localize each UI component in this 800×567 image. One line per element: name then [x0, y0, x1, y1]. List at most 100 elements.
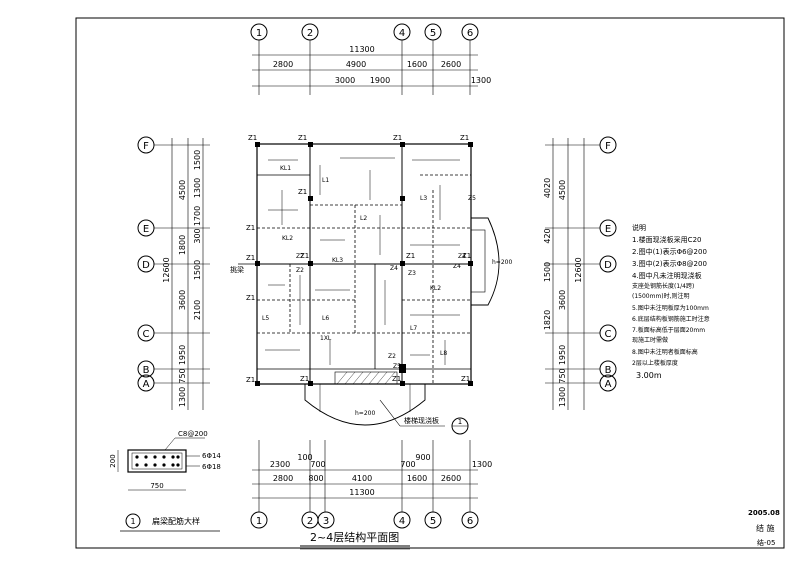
- section-height-label: 200: [109, 454, 117, 467]
- plan-misc-label: Z5: [393, 363, 401, 370]
- dim-top-row1: 2800: [273, 60, 293, 69]
- dim-top-row1: 4900: [346, 60, 366, 69]
- axis-bubble-label: C: [143, 329, 150, 340]
- axis-bubble-label: 5: [430, 28, 436, 39]
- dim-right: 1500: [543, 262, 552, 282]
- notes-heading: 说明: [632, 223, 646, 232]
- axis-bubble-label: 4: [399, 28, 405, 39]
- right-axis-bubbles: F E D C B A: [599, 136, 617, 392]
- plan-columns: [255, 142, 473, 386]
- drawing-border: [75, 17, 785, 549]
- dim-top-total: 11300: [349, 45, 374, 54]
- dim-right: 1300: [558, 387, 567, 407]
- dim-bottom-row1: 700: [400, 460, 415, 469]
- title-block-date: 2005.08: [748, 509, 780, 517]
- dim-bottom-row1: 100: [297, 453, 312, 462]
- beam-label: Z2: [296, 267, 304, 274]
- column-label: Z1: [300, 375, 309, 383]
- axis-bubble-label: 6: [467, 516, 473, 527]
- beam-label: L1: [322, 177, 329, 184]
- dim-bottom-row2: 800: [308, 474, 323, 483]
- beam-label: 1XL: [320, 335, 332, 342]
- beam-label: L8: [440, 350, 447, 357]
- beam-label: L5: [262, 315, 269, 322]
- floor-plan: [238, 143, 500, 426]
- cantilever-label: 挑梁: [230, 265, 244, 274]
- axis-bubble-label: 1: [256, 516, 262, 527]
- dim-bottom-row1: 1300: [472, 460, 492, 469]
- dim-right: 750: [558, 368, 567, 383]
- title-block-sheet-number: 结-05: [757, 538, 775, 547]
- column-label: Z1: [246, 254, 255, 262]
- top-dimension-lines: [252, 54, 478, 87]
- bottom-axis-bubbles: 1 2 3 4 5 6: [250, 511, 479, 529]
- dim-bottom-row2: 2600: [441, 474, 461, 483]
- dim-top-row1: 1600: [407, 60, 427, 69]
- beam-section-outline: [127, 449, 187, 473]
- axis-bubble-label: F: [605, 141, 611, 152]
- dim-left: 1500: [193, 150, 202, 170]
- axis-bubble-label: 5: [430, 516, 436, 527]
- stirrup-outline: [131, 452, 183, 470]
- note-item: 3.图中(2)表示Φ8@200: [632, 259, 707, 268]
- axis-bubble-label: C: [605, 329, 612, 340]
- column-label: Z1: [246, 224, 255, 232]
- dim-right: 3600: [558, 290, 567, 310]
- stair-callout-label: 楼梯现浇板: [404, 416, 439, 425]
- detail-callout-number: 1: [458, 418, 462, 426]
- note-item: 5.图中未注明板厚为100mm: [632, 304, 709, 312]
- column-label: Z1: [298, 188, 307, 196]
- beam-label: KL2: [282, 235, 293, 242]
- dim-top-row2: 1900: [370, 76, 390, 85]
- detail-caption-bubble: [125, 513, 141, 529]
- dim-right-total: 12600: [574, 257, 583, 282]
- left-axis-bubbles: F E D C B A: [137, 136, 155, 392]
- dim-bottom-total: 11300: [349, 488, 374, 497]
- note-item: 1.楼面现浇板采用C20: [632, 235, 701, 244]
- dim-right: 4500: [558, 180, 567, 200]
- detail-caption-text: 扁梁配筋大样: [152, 516, 200, 526]
- dim-bottom-row1: 2300: [270, 460, 290, 469]
- note-item: (1500mm)时,则注明: [632, 292, 690, 300]
- note-item: 7.板面标高低于层面20mm: [632, 326, 705, 334]
- bay-thickness-label: h=200: [492, 259, 512, 266]
- beam-label: L6: [322, 315, 329, 322]
- note-item: 8.图中未注明者板面标高: [632, 348, 698, 356]
- column-label: Z1: [246, 376, 255, 384]
- column-label: Z1: [392, 375, 401, 383]
- axis-bubble-label: 4: [399, 516, 405, 527]
- section-width-label: 750: [150, 482, 163, 490]
- dim-left: 3600: [178, 290, 187, 310]
- axis-bubble-label: E: [143, 224, 149, 235]
- top-rebar-label: 6Φ14: [202, 452, 221, 460]
- dim-left: 300: [193, 228, 202, 243]
- note-item: 支座处钢筋长度(1/4跨): [632, 282, 694, 290]
- beam-label: L2: [360, 215, 367, 222]
- beam-label: L3: [420, 195, 427, 202]
- side-axis-lines: [154, 144, 600, 384]
- note-item: 3.00m: [636, 371, 662, 380]
- dim-bottom-row1: 700: [310, 460, 325, 469]
- plan-misc-label: Z4: [453, 263, 461, 270]
- dim-top-row2: 1300: [471, 76, 491, 85]
- flat-beam-detail: C8@200 6Φ14 6Φ18 200 750 1 扁梁配筋大样: [109, 430, 221, 532]
- axis-bubble-label: B: [605, 365, 612, 376]
- axis-bubble-label: F: [143, 141, 149, 152]
- plan-column-labels: Z1 Z1 Z1 Z1 Z1 Z1 Z1 Z1 Z1 Z1 Z1 Z1 Z1 Z…: [246, 134, 471, 384]
- dim-left: 1300: [178, 387, 187, 407]
- dim-left: 1300: [193, 178, 202, 198]
- dim-left: 1500: [193, 260, 202, 280]
- column-label: Z1: [462, 252, 471, 260]
- dim-right: 1950: [558, 345, 567, 365]
- column-label: Z1: [300, 252, 309, 260]
- plan-beam-labels: KL1 KL2 KL3 L1 L2 L3 Z2 Z2 Z2 Z3 Z4 Z4 L…: [262, 165, 476, 360]
- bottom-rebar-label: 6Φ18: [202, 463, 221, 471]
- column-label: Z1: [461, 375, 470, 383]
- beam-label: Z2: [388, 353, 396, 360]
- axis-bubble-label: D: [142, 260, 150, 271]
- beam-label: KL1: [280, 165, 291, 172]
- beam-label: Z3: [408, 270, 416, 277]
- right-dimension-lines: [552, 138, 585, 410]
- column-label: Z1: [246, 294, 255, 302]
